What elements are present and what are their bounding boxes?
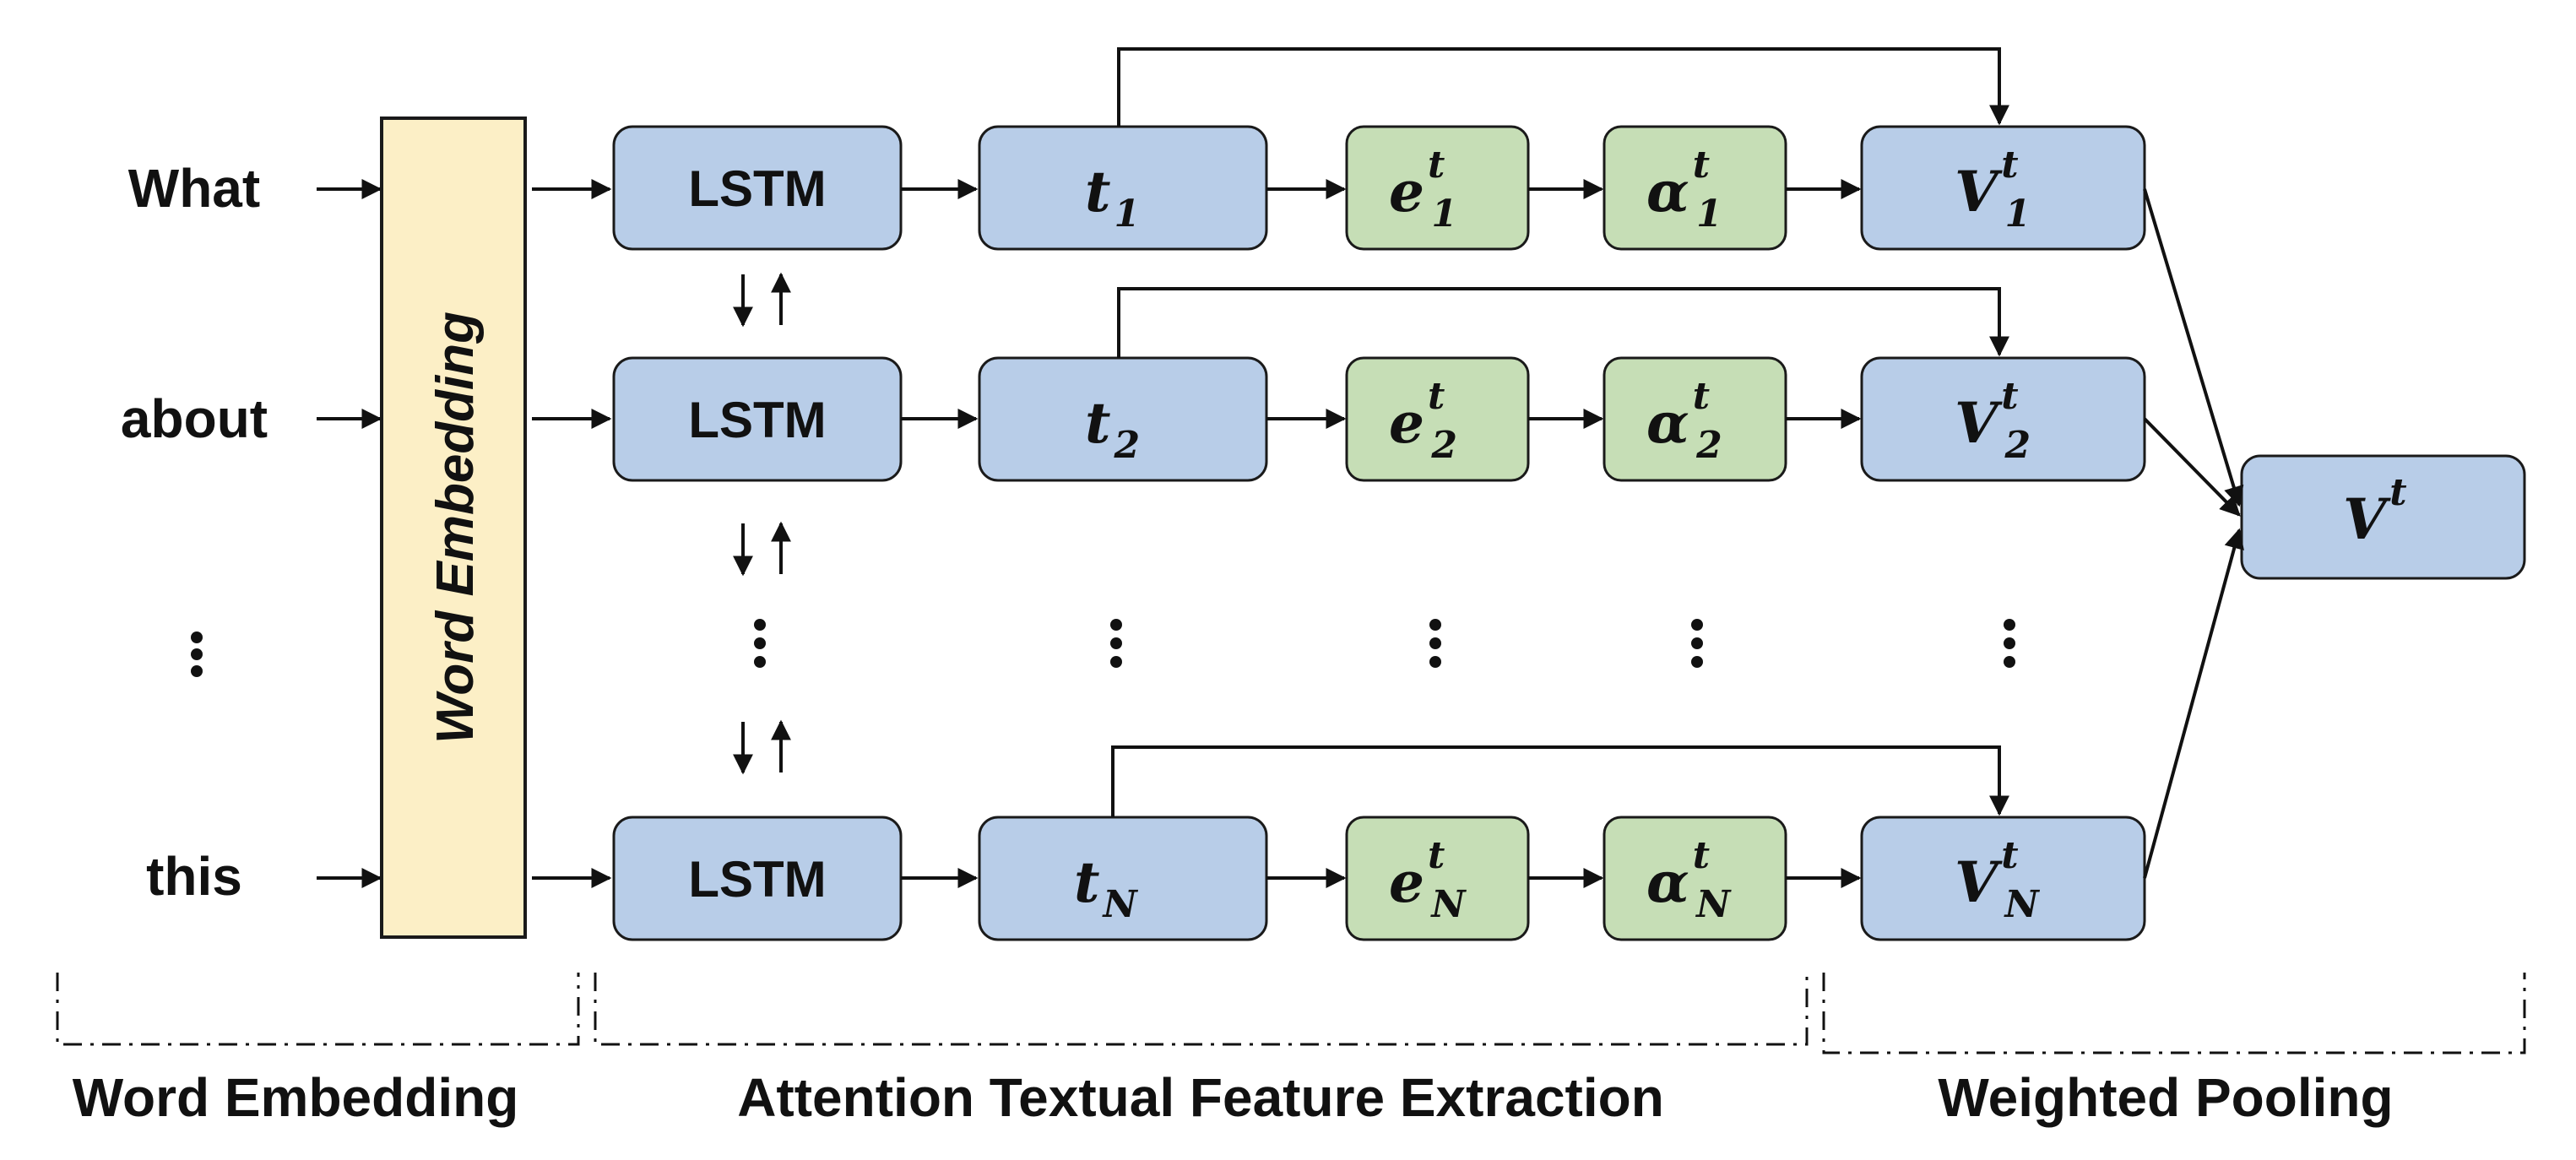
section-label-attention: Attention Textual Feature Extraction [737, 1067, 1664, 1128]
v-symbol: V [1955, 159, 2003, 225]
v-symbol: V [1955, 390, 2003, 456]
alpha-symbol: α [1646, 159, 1689, 225]
hidden-state-box-1: t1 [978, 125, 1268, 251]
e-subscript: N [1429, 883, 1467, 926]
v-symbol: V [1955, 849, 2003, 915]
v-superscript: t [2001, 144, 2018, 187]
attention-weight-box-1: αt 1 [1603, 125, 1787, 251]
alpha-superscript: t [1693, 834, 1710, 877]
svg-text:Vt: Vt [2343, 471, 2407, 552]
attention-weight-box-2: αt 2 [1603, 356, 1787, 482]
svg-text:VtN: VtN [1955, 834, 2041, 926]
e-column-ellipsis [1429, 619, 1441, 668]
svg-text:αt2: αt 2 [1646, 375, 1722, 467]
svg-text:tN: tN [1074, 849, 1139, 926]
alpha-subscript: N [1695, 883, 1732, 926]
lstm-label: LSTM [688, 160, 826, 217]
t-symbol: t [1085, 159, 1111, 225]
arrow-v1-pool [2143, 188, 2244, 507]
hidden-state-box-2: t2 [978, 356, 1268, 482]
lstm-box-2: LSTM [612, 356, 903, 482]
pooled-vector-box: Vt [2240, 454, 2526, 580]
svg-text:αtN: αtN [1646, 834, 1732, 926]
svg-text:etN: etN [1389, 834, 1467, 926]
e-symbol: e [1389, 159, 1424, 225]
t-subscript: 1 [1114, 192, 1141, 236]
svg-text:t1: t1 [1085, 159, 1140, 236]
alpha-symbol: α [1646, 390, 1689, 456]
alpha-column-ellipsis [1691, 619, 1703, 668]
section-label-word-embedding: Word Embedding [73, 1067, 519, 1128]
t-column-ellipsis [1110, 619, 1122, 668]
t-symbol: t [1074, 849, 1100, 915]
e-symbol: e [1389, 390, 1424, 456]
svg-text:Vt1: Vt 1 [1955, 144, 2031, 236]
input-word-what: What [128, 158, 260, 219]
weighted-vector-box-1: Vt 1 [1860, 125, 2146, 251]
v-subscript: 2 [2004, 424, 2031, 467]
lstm-box-n: LSTM [612, 816, 903, 941]
lstm-box-1: LSTM [612, 125, 903, 251]
arrow-v2-pool [2143, 417, 2241, 517]
bidirectional-arrows-1 [733, 272, 791, 328]
e-superscript: t [1428, 375, 1445, 418]
section-bracket-word-embedding [56, 973, 580, 1046]
lstm-ellipsis [754, 619, 766, 668]
svg-text:Vt2: Vt 2 [1955, 375, 2031, 467]
word-embedding-block [380, 117, 527, 939]
lstm-label: LSTM [688, 392, 826, 448]
alpha-symbol: α [1646, 849, 1689, 915]
skip-connection-n [1111, 745, 2009, 817]
weighted-vector-box-2: Vt 2 [1860, 356, 2146, 482]
energy-box-2: et 2 [1345, 356, 1530, 482]
alpha-superscript: t [1693, 144, 1710, 187]
t-subscript: N [1102, 883, 1139, 926]
word-embedding-vertical-label: Word Embedding [426, 312, 485, 744]
pooled-v-superscript: t [2389, 471, 2406, 514]
bidirectional-arrows-3 [733, 719, 791, 775]
v-superscript: t [2001, 375, 2018, 418]
e-superscript: t [1428, 834, 1445, 877]
hidden-state-box-n: tN [978, 816, 1268, 941]
section-bracket-pooling [1822, 973, 2526, 1054]
e-subscript: 1 [1431, 192, 1457, 236]
pooled-v-symbol: V [2343, 486, 2391, 552]
e-symbol: e [1389, 849, 1424, 915]
svg-text:et1: et 1 [1389, 144, 1457, 236]
lstm-label: LSTM [688, 851, 826, 908]
t-symbol: t [1085, 390, 1111, 456]
skip-connection-2 [1117, 287, 2009, 358]
v-superscript: t [2001, 834, 2018, 877]
t-subscript: 2 [1114, 424, 1141, 467]
alpha-subscript: 1 [1696, 192, 1722, 236]
alpha-subscript: 2 [1695, 424, 1722, 467]
v-column-ellipsis [2004, 619, 2015, 668]
svg-text:αt1: αt 1 [1646, 144, 1722, 236]
section-bracket-attention [594, 973, 1809, 1046]
input-word-about: about [121, 388, 268, 449]
v-subscript: 1 [2005, 192, 2031, 236]
arrow-vn-pool [2143, 528, 2244, 879]
input-word-ellipsis [191, 631, 203, 677]
alpha-superscript: t [1693, 375, 1710, 418]
svg-text:et2: et 2 [1389, 375, 1457, 467]
energy-box-1: et 1 [1345, 125, 1530, 251]
skip-connection-1 [1117, 47, 2009, 127]
e-superscript: t [1428, 144, 1445, 187]
input-word-this: this [146, 846, 242, 907]
e-subscript: 2 [1430, 424, 1457, 467]
bidirectional-arrows-2 [733, 521, 791, 577]
section-label-pooling: Weighted Pooling [1938, 1067, 2393, 1128]
svg-text:t2: t2 [1085, 390, 1140, 467]
v-subscript: N [2004, 883, 2041, 926]
